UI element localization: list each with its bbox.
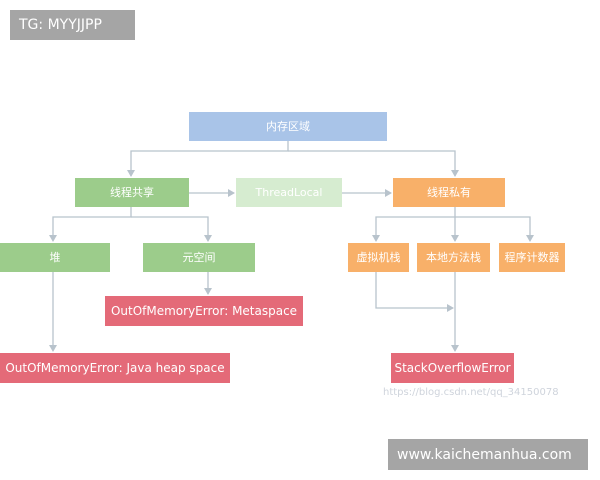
node-oom-heap: OutOfMemoryError: Java heap space [0,353,230,383]
faint-url-watermark: https://blog.csdn.net/qq_34150078 [383,387,559,398]
edge-shared-meta [131,216,212,242]
node-memory-areas: 内存区域 [189,112,387,141]
node-metaspace: 元空间 [143,243,255,272]
node-native-method-stack: 本地方法栈 [417,243,490,272]
watermark-top-left: TG: MYYJJPP [10,10,135,40]
node-vm-stack: 虚拟机栈 [348,243,409,272]
watermark-bottom-right: www.kaichemanhua.com [388,439,588,470]
node-heap: 堆 [0,243,110,272]
edge-root-shared [127,141,289,177]
edge-root-private [288,150,459,177]
edge-vm-join [375,272,454,312]
edge-private-pc [455,216,534,242]
node-oom-metaspace: OutOfMemoryError: Metaspace [105,296,303,326]
node-stack-overflow: StackOverflowError [391,353,514,383]
node-program-counter: 程序计数器 [499,243,565,272]
edge-shared-heap [49,207,132,242]
node-threadlocal: ThreadLocal [236,178,342,207]
node-thread-private: 线程私有 [393,178,505,207]
node-thread-shared: 线程共享 [75,178,189,207]
edge-private-vm [372,207,456,242]
